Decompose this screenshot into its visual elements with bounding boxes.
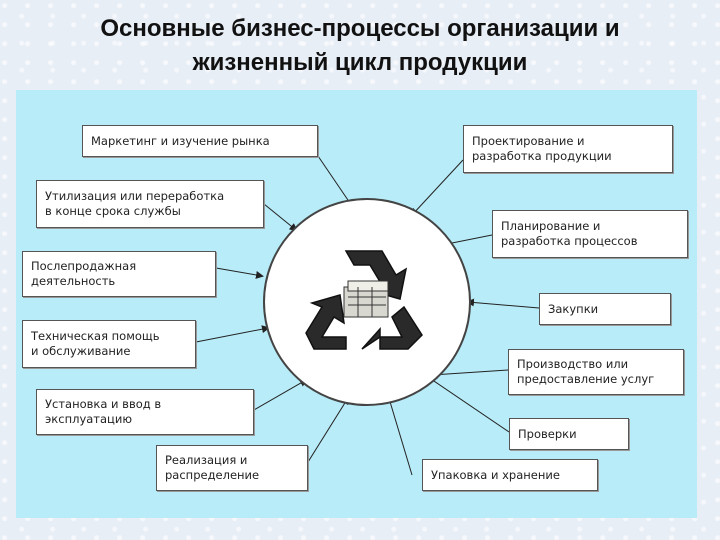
design-line-1: Проектирование и: [472, 134, 585, 148]
box-stack: [343, 280, 389, 318]
design-line-2: разработка продукции: [472, 149, 612, 163]
recycle-icon: [305, 250, 423, 350]
process-planning-line-2: разработка процессов: [501, 234, 638, 248]
link-installation: [253, 379, 308, 411]
box-design: Проектирование и разработка продукции: [463, 125, 673, 173]
link-sales: [307, 396, 350, 463]
box-after-sales: Послепродажная деятельность: [22, 251, 216, 297]
after-sales-line-2: деятельность: [31, 274, 116, 288]
box-tech-support: Техническая помощь и обслуживание: [22, 320, 196, 368]
sales-line-2: распределение: [165, 468, 260, 482]
marketing-line-1: Маркетинг и изучение рынка: [91, 133, 270, 148]
page-title: Основные бизнес-процессы организации и ж…: [0, 12, 720, 80]
purchasing-line-1: Закупки: [548, 301, 599, 316]
title-line-1: Основные бизнес-процессы организации и: [100, 15, 620, 42]
installation-line-2: эксплуатацию: [45, 412, 133, 426]
production-line-1: Производство или: [517, 357, 629, 371]
link-disposal: [263, 203, 298, 232]
disposal-line-2: в конце срока службы: [45, 204, 181, 218]
verification-line-1: Проверки: [518, 426, 577, 441]
title-line-2: жизненный цикл продукции: [192, 49, 528, 76]
box-production: Производство или предоставление услуг: [508, 349, 684, 395]
box-verification: Проверки: [509, 418, 629, 450]
box-sales: Реализация и распределение: [156, 445, 308, 491]
link-marketing: [317, 155, 354, 208]
box-process-planning: Планирование и разработка процессов: [492, 210, 688, 258]
installation-line-1: Установка и ввод в: [45, 397, 162, 411]
process-planning-line-1: Планирование и: [501, 219, 601, 233]
sales-line-1: Реализация и: [165, 453, 248, 467]
box-disposal: Утилизация или переработка в конце срока…: [36, 180, 264, 228]
box-installation: Установка и ввод в эксплуатацию: [36, 389, 254, 435]
tech-support-line-1: Техническая помощь: [31, 329, 160, 343]
box-marketing: Маркетинг и изучение рынка: [82, 125, 318, 157]
box-packaging: Упаковка и хранение: [422, 459, 598, 491]
box-purchasing: Закупки: [539, 293, 671, 325]
tech-support-line-2: и обслуживание: [31, 344, 131, 358]
link-tech-support: [195, 325, 270, 343]
production-line-2: предоставление услуг: [517, 372, 655, 386]
link-after-sales: [215, 267, 264, 279]
link-packaging: [385, 393, 413, 476]
packaging-line-1: Упаковка и хранение: [431, 467, 560, 482]
link-production: [430, 369, 509, 379]
link-purchasing: [466, 298, 540, 309]
disposal-line-1: Утилизация или переработка: [45, 189, 225, 203]
after-sales-line-1: Послепродажная: [31, 259, 137, 273]
link-design: [410, 159, 464, 217]
link-verification: [426, 375, 510, 433]
